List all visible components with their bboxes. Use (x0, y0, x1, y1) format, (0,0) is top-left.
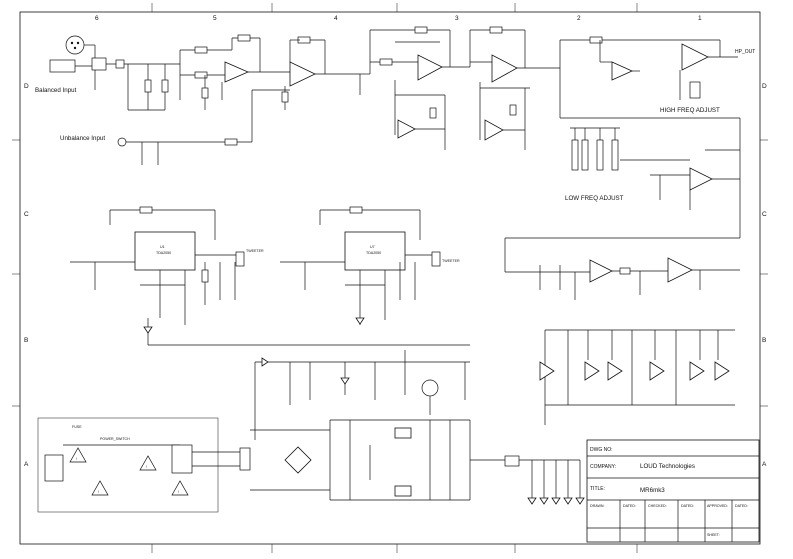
balanced-input-label: Balanced Input (35, 87, 77, 94)
row-label-a: A (24, 461, 29, 468)
column-ticks (151, 3, 638, 553)
row-label-c-right: C (762, 211, 767, 218)
diode-d2 (143, 326, 153, 334)
power-switch-label: POWER_SWITCH (100, 437, 130, 441)
regulator-pos (394, 427, 412, 439)
dated-label-3: DATED: (735, 504, 748, 508)
opamp-u5a (611, 61, 633, 81)
output-stage (504, 237, 740, 425)
pot-r4 (611, 139, 619, 171)
title-label: TITLE: (590, 486, 605, 492)
regulator-neg (394, 485, 412, 497)
svg-text:U7: U7 (370, 245, 375, 249)
opamp-u3b (397, 119, 416, 139)
row-label-c: C (24, 211, 29, 218)
amp-ic-u7 (344, 231, 406, 271)
led-array (527, 497, 585, 505)
hp-out-label: HP_OUT (735, 49, 755, 55)
sheet-label: SHEET: (707, 533, 720, 537)
opamp-u6b (689, 167, 713, 191)
svg-text:TDA2050: TDA2050 (366, 251, 381, 255)
warning-icon-2 (91, 480, 109, 496)
col-label-6: 6 (95, 15, 99, 22)
pot-r1 (571, 139, 579, 171)
dated-label-2: DATED: (681, 504, 694, 508)
title-block: DWG NO: COMPANY: LOUD Technologies TITLE… (586, 439, 760, 543)
opamp-u2b (289, 61, 316, 87)
bridge-rectifier (284, 446, 312, 474)
opamp-u8a (589, 259, 613, 283)
opamp-u4b (484, 119, 504, 141)
svg-text:!: ! (76, 457, 77, 461)
warning-icon-3 (139, 455, 157, 471)
unbalanced-input-label: Unbalance Input (60, 135, 105, 142)
high-freq-adjust-label: HIGH FREQ ADJUST (660, 107, 720, 114)
dwg-no-label: DWG NO: (590, 447, 613, 453)
diode-d3 (261, 357, 269, 367)
row-label-b: B (24, 337, 28, 344)
row-ticks (12, 139, 768, 407)
trs-jack-icon (49, 59, 76, 73)
sheet-border (19, 11, 761, 545)
col-label-1: 1 (698, 15, 702, 22)
warning-icon-1 (69, 447, 87, 463)
transformer-icon (171, 444, 193, 474)
power-supply: ! ! ! ! FUSE POWER_SWITCH (37, 350, 585, 513)
filter-section: HP_OUT HIGH FREQ ADJUST LOW FREQ ADJUST (360, 26, 755, 238)
opamp-u6a (681, 43, 709, 71)
svg-text:U1: U1 (160, 245, 165, 249)
drawn-label: DRAWN: (590, 504, 604, 508)
row-label-b-right: B (762, 337, 766, 344)
transistor-q1 (421, 379, 439, 397)
pot-r3 (596, 139, 604, 171)
fuse-label: FUSE (72, 425, 82, 429)
tweeter-1-icon (235, 251, 245, 267)
amplifier-section: U1 TDA2050 TWEETER U7 TDA2050 TWEETER (70, 206, 470, 346)
tweeter-1-label: TWEETER (246, 249, 264, 253)
buffer-array (539, 361, 730, 381)
checked-label: CHECKED: (648, 504, 667, 508)
col-label-4: 4 (334, 15, 338, 22)
opamp-u2a (224, 61, 250, 83)
svg-text:!: ! (146, 465, 147, 469)
company-value: LOUD Technologies (640, 463, 695, 470)
opamp-u3a (417, 54, 443, 81)
approved-label: APPROVED: (707, 504, 728, 508)
low-freq-adjust-label: LOW FREQ ADJUST (565, 195, 624, 202)
svg-text:!: ! (98, 490, 99, 494)
pot-r2 (581, 139, 589, 171)
diode-d1 (355, 317, 365, 325)
row-label-a-right: A (762, 461, 767, 468)
zener-diode (340, 377, 350, 385)
amp-ic-u1 (134, 231, 196, 271)
tweeter-2-label: TWEETER (442, 259, 460, 263)
company-label: COMPANY: (590, 464, 616, 470)
input-section: Balanced Input Unbalance Input (35, 34, 361, 165)
svg-text:!: ! (178, 490, 179, 494)
svg-text:TDA2050: TDA2050 (156, 251, 171, 255)
warning-icon-4 (171, 480, 189, 496)
col-label-3: 3 (455, 15, 459, 22)
col-label-2: 2 (577, 15, 581, 22)
opamp-u8b (667, 257, 693, 283)
row-label-d: D (24, 83, 29, 90)
title-value: MR6mk3 (640, 487, 665, 494)
dated-label-1: DATED: (623, 504, 636, 508)
col-label-5: 5 (213, 15, 217, 22)
row-label-d-right: D (762, 83, 767, 90)
tweeter-2-icon (431, 251, 441, 267)
opamp-u4a (491, 54, 518, 83)
ac-inlet-box (37, 417, 219, 513)
xlr-jack-icon (65, 35, 85, 55)
rca-jack-icon (117, 137, 127, 147)
iec-inlet-icon (44, 454, 64, 482)
